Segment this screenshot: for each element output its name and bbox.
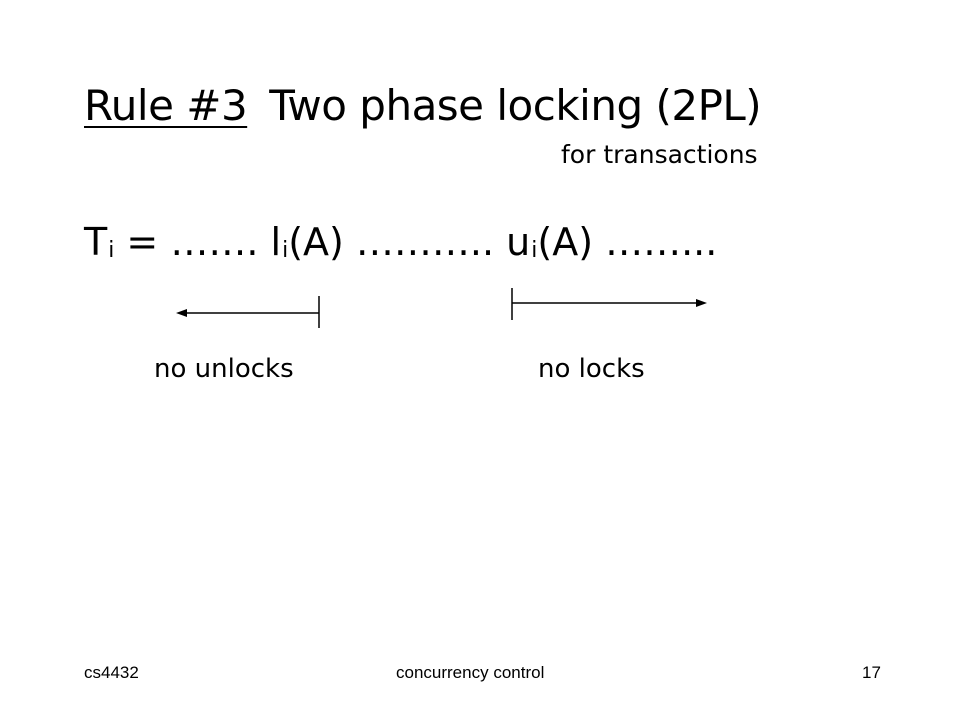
label-no-locks: no locks bbox=[538, 354, 645, 384]
title-text: Two phase locking (2PL) bbox=[269, 81, 762, 130]
right-arrowhead-icon bbox=[696, 299, 707, 307]
transaction-formula: Ti = ……. li(A) ……….. ui(A) ……... bbox=[84, 216, 717, 275]
formula-unlock: u bbox=[506, 220, 531, 264]
formula-t-subscript: i bbox=[108, 238, 115, 263]
formula-eq-dots: = ……. bbox=[114, 220, 271, 264]
formula-t: T bbox=[84, 220, 108, 264]
footer-course: cs4432 bbox=[84, 663, 139, 682]
footer-page-number: 17 bbox=[862, 663, 881, 682]
slide-subtitle: for transactions bbox=[561, 140, 758, 169]
formula-lock: l bbox=[270, 220, 282, 264]
left-arrowhead-icon bbox=[176, 309, 187, 317]
slide-title: Rule #3 Two phase locking (2PL) bbox=[84, 78, 762, 134]
formula-lock-arg: (A) ……….. bbox=[288, 220, 507, 264]
formula-lock-subscript: i bbox=[282, 238, 289, 263]
formula-unlock-subscript: i bbox=[531, 238, 538, 263]
rule-label: Rule #3 bbox=[84, 81, 248, 130]
formula-unlock-arg: (A) ……... bbox=[537, 220, 718, 264]
label-no-unlocks: no unlocks bbox=[154, 354, 294, 384]
footer-topic: concurrency control bbox=[396, 663, 545, 682]
